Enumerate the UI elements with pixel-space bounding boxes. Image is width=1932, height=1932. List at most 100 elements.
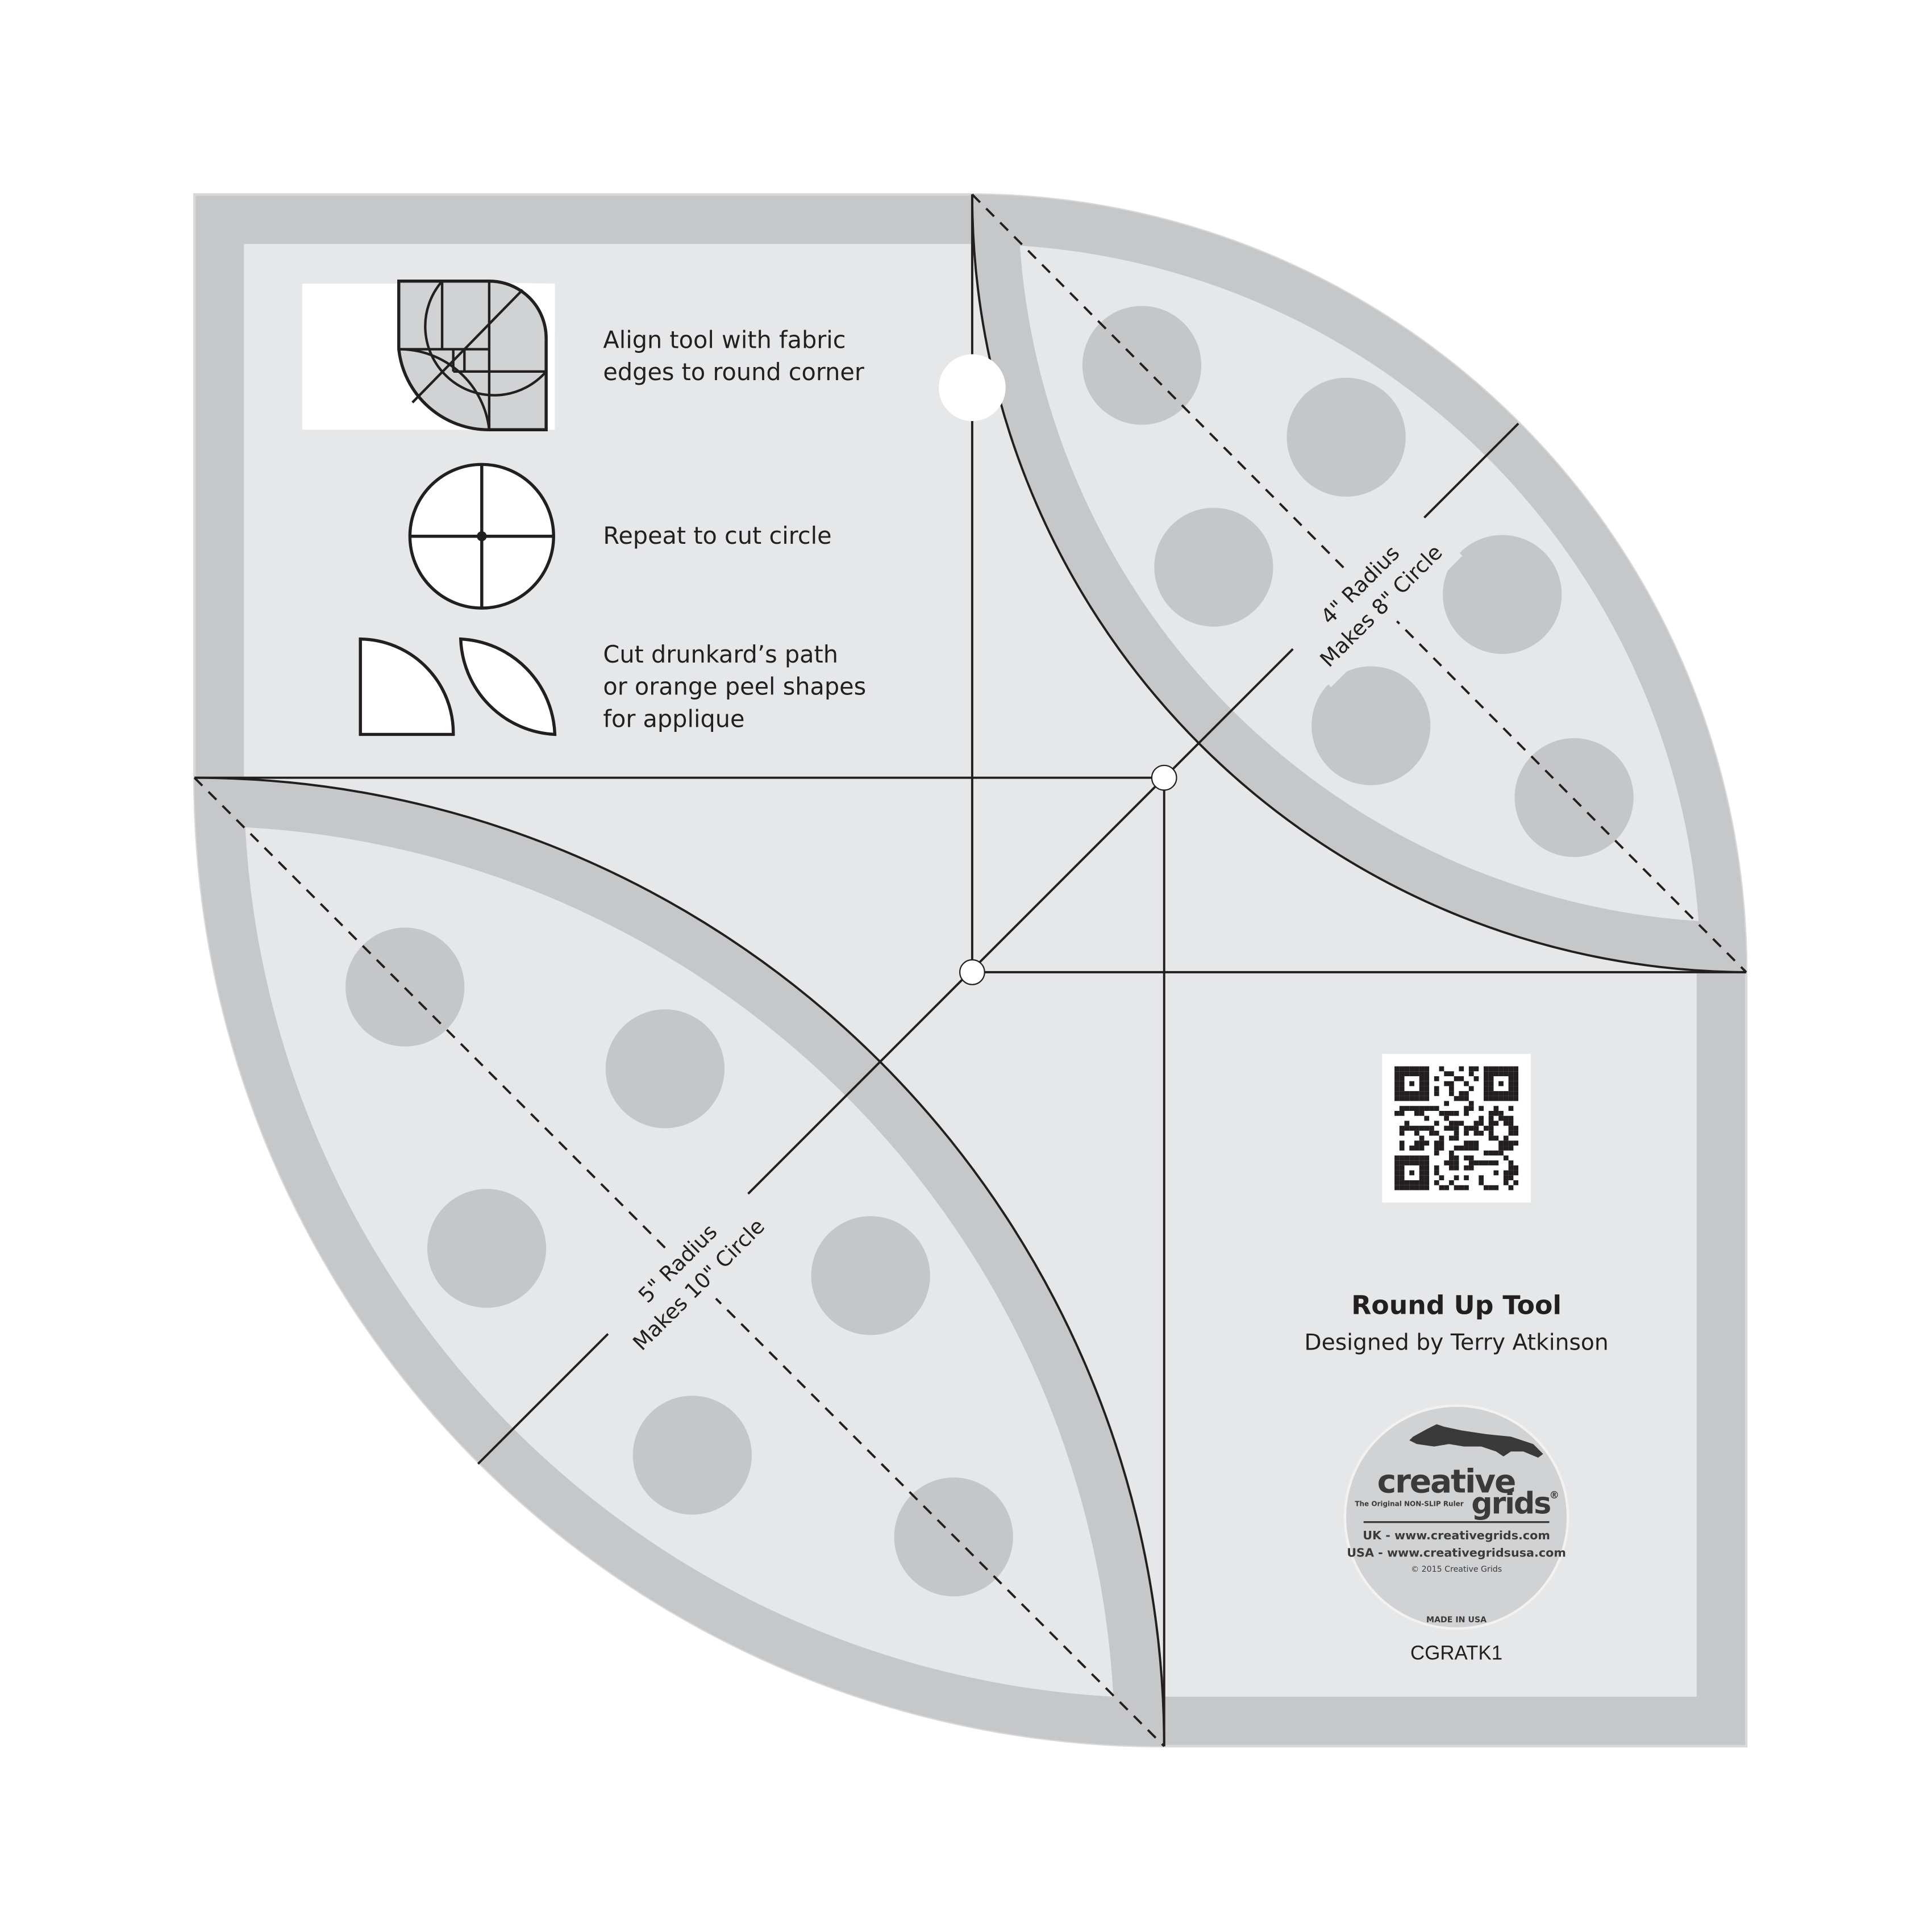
qr-module [1394, 1155, 1400, 1161]
qr-module [1434, 1146, 1439, 1151]
qr-module [1454, 1146, 1459, 1151]
qr-module [1404, 1106, 1410, 1111]
qr-module [1493, 1096, 1499, 1101]
qr-module [1409, 1066, 1414, 1072]
qr-module [1419, 1091, 1425, 1096]
qr-module [1399, 1175, 1405, 1181]
grip-dot [1443, 535, 1562, 654]
qr-module [1449, 1086, 1454, 1092]
qr-module [1493, 1111, 1499, 1116]
qr-module [1468, 1155, 1474, 1161]
qr-module [1513, 1066, 1519, 1072]
center-pivot-dot-upper [1151, 764, 1177, 791]
qr-module [1414, 1130, 1419, 1136]
qr-module [1419, 1111, 1425, 1116]
qr-module [1404, 1066, 1410, 1072]
qr-module [1459, 1091, 1464, 1096]
grip-dot [811, 1216, 930, 1335]
qr-module [1424, 1076, 1430, 1081]
qr-module [1444, 1101, 1449, 1106]
qr-module [1424, 1126, 1430, 1131]
qr-module [1409, 1126, 1414, 1131]
qr-module [1454, 1165, 1459, 1171]
qr-module [1513, 1126, 1519, 1131]
qr-module [1454, 1155, 1459, 1161]
qr-module [1444, 1115, 1449, 1121]
qr-module [1434, 1106, 1439, 1111]
qr-module [1404, 1185, 1410, 1190]
qr-module [1399, 1096, 1405, 1101]
corner-rounding-diagram-icon [302, 280, 555, 432]
instruction-1-line-1: Align tool with fabric [603, 326, 846, 353]
qr-module [1498, 1071, 1504, 1076]
qr-module [1419, 1135, 1425, 1141]
qr-module [1404, 1180, 1410, 1185]
qr-module [1508, 1126, 1514, 1131]
qr-module [1508, 1091, 1514, 1096]
qr-module [1454, 1096, 1459, 1101]
qr-module [1449, 1126, 1454, 1131]
qr-module [1424, 1081, 1430, 1086]
qr-module [1493, 1170, 1499, 1176]
qr-module [1449, 1180, 1454, 1185]
qr-module [1434, 1165, 1439, 1171]
qr-module [1493, 1185, 1499, 1190]
qr-module [1449, 1071, 1454, 1076]
qr-module [1419, 1126, 1425, 1131]
qr-module [1464, 1096, 1469, 1101]
qr-module [1488, 1160, 1494, 1165]
qr-module [1424, 1071, 1430, 1076]
qr-module [1508, 1175, 1514, 1181]
qr-module [1498, 1096, 1504, 1101]
qr-module [1513, 1096, 1519, 1101]
qr-module [1459, 1066, 1464, 1072]
qr-module [1464, 1106, 1469, 1111]
qr-module [1394, 1076, 1400, 1081]
qr-module [1449, 1160, 1454, 1165]
qr-module [1439, 1135, 1444, 1141]
qr-module [1419, 1165, 1425, 1171]
qr-module [1503, 1170, 1509, 1176]
qr-module [1479, 1121, 1484, 1126]
qr-module [1419, 1185, 1425, 1190]
qr-module [1503, 1140, 1509, 1146]
qr-module [1394, 1071, 1400, 1076]
qr-module [1399, 1076, 1405, 1081]
qr-module [1513, 1180, 1519, 1185]
qr-module [1434, 1130, 1439, 1136]
qr-module [1424, 1180, 1430, 1185]
qr-module [1468, 1086, 1474, 1092]
qr-module [1493, 1066, 1499, 1072]
qr-module [1459, 1185, 1464, 1190]
qr-module [1394, 1180, 1400, 1185]
qr-module [1493, 1135, 1499, 1141]
qr-module [1394, 1165, 1400, 1171]
qr-module [1464, 1165, 1469, 1171]
qr-module [1464, 1111, 1469, 1116]
qr-module [1454, 1175, 1459, 1181]
qr-module [1479, 1115, 1484, 1121]
qr-module [1419, 1170, 1425, 1176]
qr-module [1424, 1106, 1430, 1111]
logo-tagline: The Original NON-SLIP Ruler [1355, 1500, 1463, 1508]
qr-module [1484, 1076, 1489, 1081]
qr-module [1508, 1106, 1514, 1111]
qr-module [1419, 1106, 1425, 1111]
qr-module [1444, 1111, 1449, 1116]
qr-module [1508, 1115, 1514, 1121]
qr-module [1394, 1175, 1400, 1181]
qr-module [1459, 1076, 1464, 1081]
qr-module [1449, 1165, 1454, 1171]
qr-module [1484, 1096, 1489, 1101]
qr-module [1473, 1130, 1479, 1136]
qr-module [1424, 1165, 1430, 1171]
hanging-hole [939, 354, 1006, 422]
qr-module [1503, 1180, 1509, 1185]
qr-module [1508, 1096, 1514, 1101]
qr-module [1434, 1140, 1439, 1146]
qr-module [1459, 1096, 1464, 1101]
qr-module [1434, 1086, 1439, 1092]
qr-module [1399, 1066, 1405, 1072]
qr-module [1449, 1135, 1454, 1141]
